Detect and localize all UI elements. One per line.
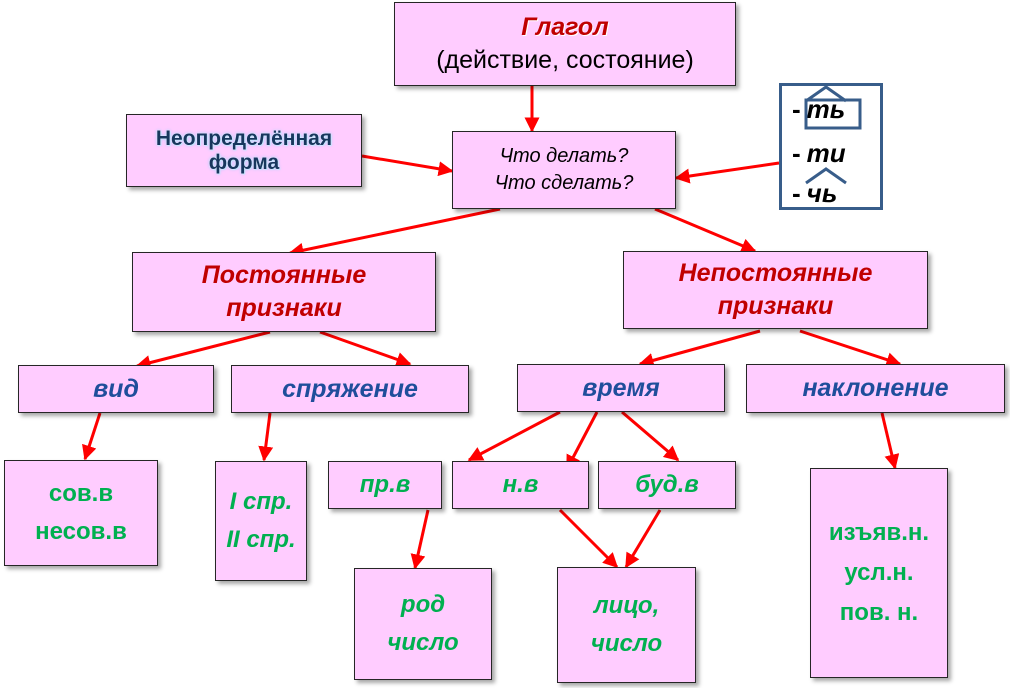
aspect-values-box: сов.в несов.в [4, 460, 158, 566]
permanent-features-box: Постоянные признаки [132, 252, 436, 332]
present-future-feature-2: число [590, 630, 663, 657]
suffix-item: -ти [792, 138, 846, 169]
question-2: Что сделать? [494, 172, 634, 194]
conjugation-label: спряжение [282, 374, 418, 403]
conjugation-value-1: I спр. [229, 488, 293, 515]
present-tense-label: н.в [502, 471, 539, 498]
arrow-non-permanent-to-mood [799, 329, 902, 367]
arrow-permanent-to-aspect [135, 330, 271, 370]
arrow-non-permanent-to-tense [638, 329, 761, 368]
question-1: Что делать? [499, 145, 629, 167]
suffix-frame-rect [804, 98, 862, 130]
future-tense-box: буд.в [598, 461, 736, 509]
aspect-value-1: сов.в [48, 480, 114, 507]
mood-value-2: усл.н. [844, 559, 914, 586]
non-permanent-line1: Непостоянные [678, 259, 873, 287]
tense-box: время [517, 364, 725, 412]
verb-subtitle: (действие, состояние) [436, 46, 694, 74]
arrow-tense-to-future [621, 410, 680, 462]
non-permanent-features-box: Непостоянные признаки [623, 251, 928, 329]
verb-box: Глагол (действие, состояние) [394, 2, 736, 86]
permanent-line2: признаки [226, 294, 342, 322]
verb-title: Глагол [521, 13, 609, 41]
mood-value-3: пов. н. [839, 599, 919, 626]
conjugation-box: спряжение [231, 365, 469, 413]
past-tense-label: пр.в [359, 471, 411, 498]
mood-values-box: изъяв.н. усл.н. пов. н. [810, 468, 948, 678]
infinitive-box: Неопределённая форма [126, 114, 362, 187]
aspect-value-2: несов.в [35, 518, 127, 545]
arrow-questions-to-non-permanent [654, 207, 757, 253]
suffix-text: чь [806, 178, 838, 208]
suffix-item: -чь [792, 178, 837, 209]
present-future-feature-1: лицо, [593, 592, 660, 619]
arrow-conjugation-to-values [258, 412, 274, 462]
past-feature-1: род [400, 591, 446, 618]
suffix-dash: - [792, 178, 801, 208]
arrow-tense-to-present [565, 411, 599, 471]
tense-label: время [582, 373, 660, 402]
conjugation-value-2: II спр. [226, 526, 296, 553]
mood-label: наклонение [802, 374, 949, 402]
suffix-text: ти [806, 138, 846, 168]
future-tense-label: буд.в [635, 471, 699, 498]
arrow-permanent-to-conjugation [319, 330, 412, 367]
arrow-suffixes-to-questions [674, 161, 780, 184]
suffix-chevron-top [805, 85, 847, 103]
arrow-future-to-person-number [624, 509, 662, 569]
past-feature-2: число [387, 629, 459, 656]
past-tense-box: пр.в [328, 461, 442, 509]
arrow-past-to-gender-number [410, 509, 430, 570]
aspect-label: вид [93, 374, 139, 403]
arrow-tense-to-past [467, 410, 561, 462]
present-future-features-box: лицо, число [557, 567, 696, 683]
conjugation-values-box: I спр. II спр. [215, 461, 307, 581]
mood-box: наклонение [746, 364, 1005, 413]
non-permanent-line2: признаки [717, 292, 834, 320]
arrow-mood-to-values [880, 412, 900, 470]
permanent-line1: Постоянные [201, 261, 367, 289]
suffix-chevron-bottom [805, 167, 847, 185]
mood-value-1: изъяв.н. [828, 519, 930, 546]
arrow-aspect-to-values [82, 412, 102, 461]
past-features-box: род число [354, 568, 492, 680]
aspect-box: вид [18, 365, 214, 413]
arrow-infinitive-to-questions [361, 154, 454, 177]
suffix-dash: - [792, 138, 801, 168]
suffix-dash: - [792, 94, 801, 124]
infinitive-line1: Неопределённая [155, 126, 333, 150]
infinitive-line2: форма [208, 150, 280, 174]
arrow-questions-to-permanent [288, 207, 501, 258]
present-tense-box: н.в [452, 461, 589, 509]
suffix-marks [804, 85, 862, 185]
arrow-present-to-person-number [558, 508, 619, 569]
questions-box: Что делать? Что сделать? [452, 131, 676, 209]
